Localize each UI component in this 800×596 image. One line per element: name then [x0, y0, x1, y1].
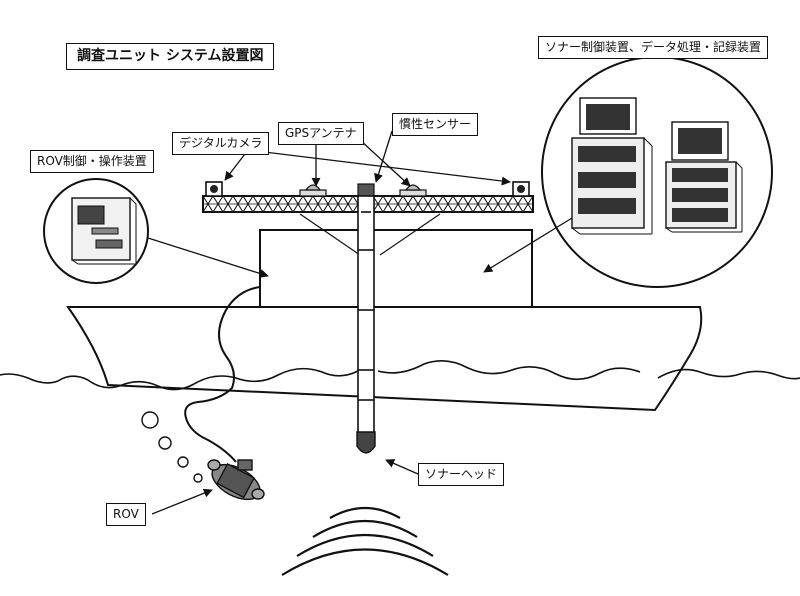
bubbles	[141, 411, 203, 483]
cabin-block	[259, 229, 533, 308]
label-inertial-sensor: 慣性センサー	[392, 113, 479, 136]
label-gps-antenna: GPSアンテナ	[278, 122, 364, 145]
label-sonar-head: ソナーヘッド	[418, 463, 505, 486]
rov-control-detail	[43, 178, 149, 284]
inertial-sensor	[357, 183, 375, 197]
label-sonar-control: ソナー制御装置、データ処理・記録装置	[538, 36, 769, 59]
gps-antenna-right	[399, 184, 427, 197]
label-digital-camera: デジタルカメラ	[172, 132, 270, 155]
sonar-control-detail	[541, 56, 773, 288]
camera-right	[512, 181, 530, 197]
sonar-pole	[357, 195, 375, 437]
label-rov-control: ROV制御・操作装置	[30, 150, 154, 173]
vessel-hull	[66, 306, 703, 412]
diagram-title: 調査ユニット システム設置図	[66, 43, 275, 70]
camera-left	[205, 181, 223, 197]
gps-antenna-left	[299, 184, 327, 197]
rov-tether	[184, 286, 261, 463]
water-surface	[0, 360, 800, 391]
frame-supports	[299, 213, 441, 256]
label-rov: ROV	[106, 503, 146, 526]
rov-vehicle	[207, 459, 265, 501]
sonar-head	[356, 431, 376, 454]
leader-arrows	[147, 130, 573, 515]
sonar-waves	[281, 507, 449, 576]
